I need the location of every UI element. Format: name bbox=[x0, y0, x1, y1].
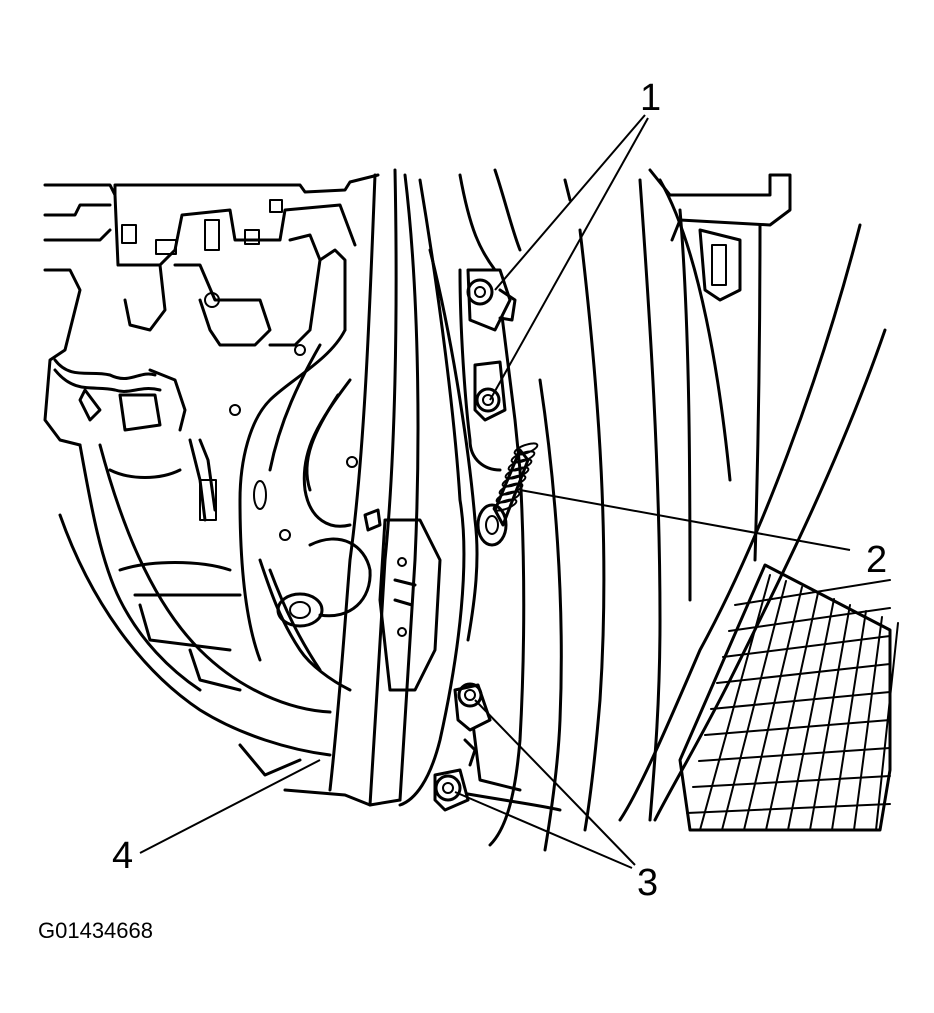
upper-hinge-bolt-2 bbox=[475, 387, 501, 413]
mesh-line bbox=[734, 579, 891, 606]
leader-1a bbox=[494, 114, 646, 291]
mesh-line bbox=[743, 586, 803, 831]
upper-hinge-bolt-1 bbox=[466, 278, 494, 306]
mesh-line bbox=[699, 574, 771, 831]
mesh-line bbox=[875, 622, 899, 831]
callout-1: 1 bbox=[640, 77, 661, 119]
spring-coil bbox=[495, 490, 521, 504]
leader-3b bbox=[454, 791, 633, 869]
mesh-line bbox=[809, 604, 851, 831]
lower-hinge-bolt-2 bbox=[434, 774, 462, 802]
lower-hinge-bolt-1 bbox=[457, 682, 483, 708]
leader-1b bbox=[489, 117, 649, 401]
spring-coil bbox=[504, 466, 530, 480]
spring-coil bbox=[501, 474, 527, 488]
door-check-spring bbox=[476, 442, 539, 547]
spring-coils bbox=[492, 442, 539, 512]
leader-2 bbox=[519, 489, 851, 551]
lower-hinge bbox=[433, 682, 492, 812]
leader-lines bbox=[139, 114, 851, 869]
mesh-lines bbox=[686, 574, 899, 831]
mesh-line bbox=[787, 598, 835, 831]
leader-3a bbox=[474, 699, 636, 866]
leader-4 bbox=[139, 759, 321, 854]
callout-2: 2 bbox=[866, 539, 887, 581]
spring-coil bbox=[510, 450, 536, 464]
mesh-line bbox=[728, 607, 891, 632]
callout-4: 4 bbox=[112, 835, 133, 877]
mesh-line bbox=[853, 616, 883, 831]
mesh-line bbox=[686, 803, 891, 814]
mesh-line bbox=[692, 775, 891, 788]
door-edge bbox=[328, 168, 479, 807]
mesh-line bbox=[710, 691, 891, 710]
mesh-line bbox=[765, 592, 819, 831]
mesh-line bbox=[716, 663, 891, 684]
mesh-line bbox=[722, 635, 891, 658]
figure-id: G01434668 bbox=[38, 918, 153, 943]
mesh-line bbox=[698, 747, 891, 762]
mesh-line bbox=[831, 610, 867, 831]
spring-coil bbox=[498, 482, 524, 496]
spring-coil bbox=[507, 458, 533, 472]
door-inner-panel bbox=[43, 173, 402, 807]
spring-coil bbox=[513, 442, 539, 456]
floor-carpet-mesh bbox=[678, 563, 899, 832]
spring-coil bbox=[492, 498, 518, 512]
callout-3: 3 bbox=[637, 862, 658, 904]
mesh-line bbox=[704, 719, 891, 736]
